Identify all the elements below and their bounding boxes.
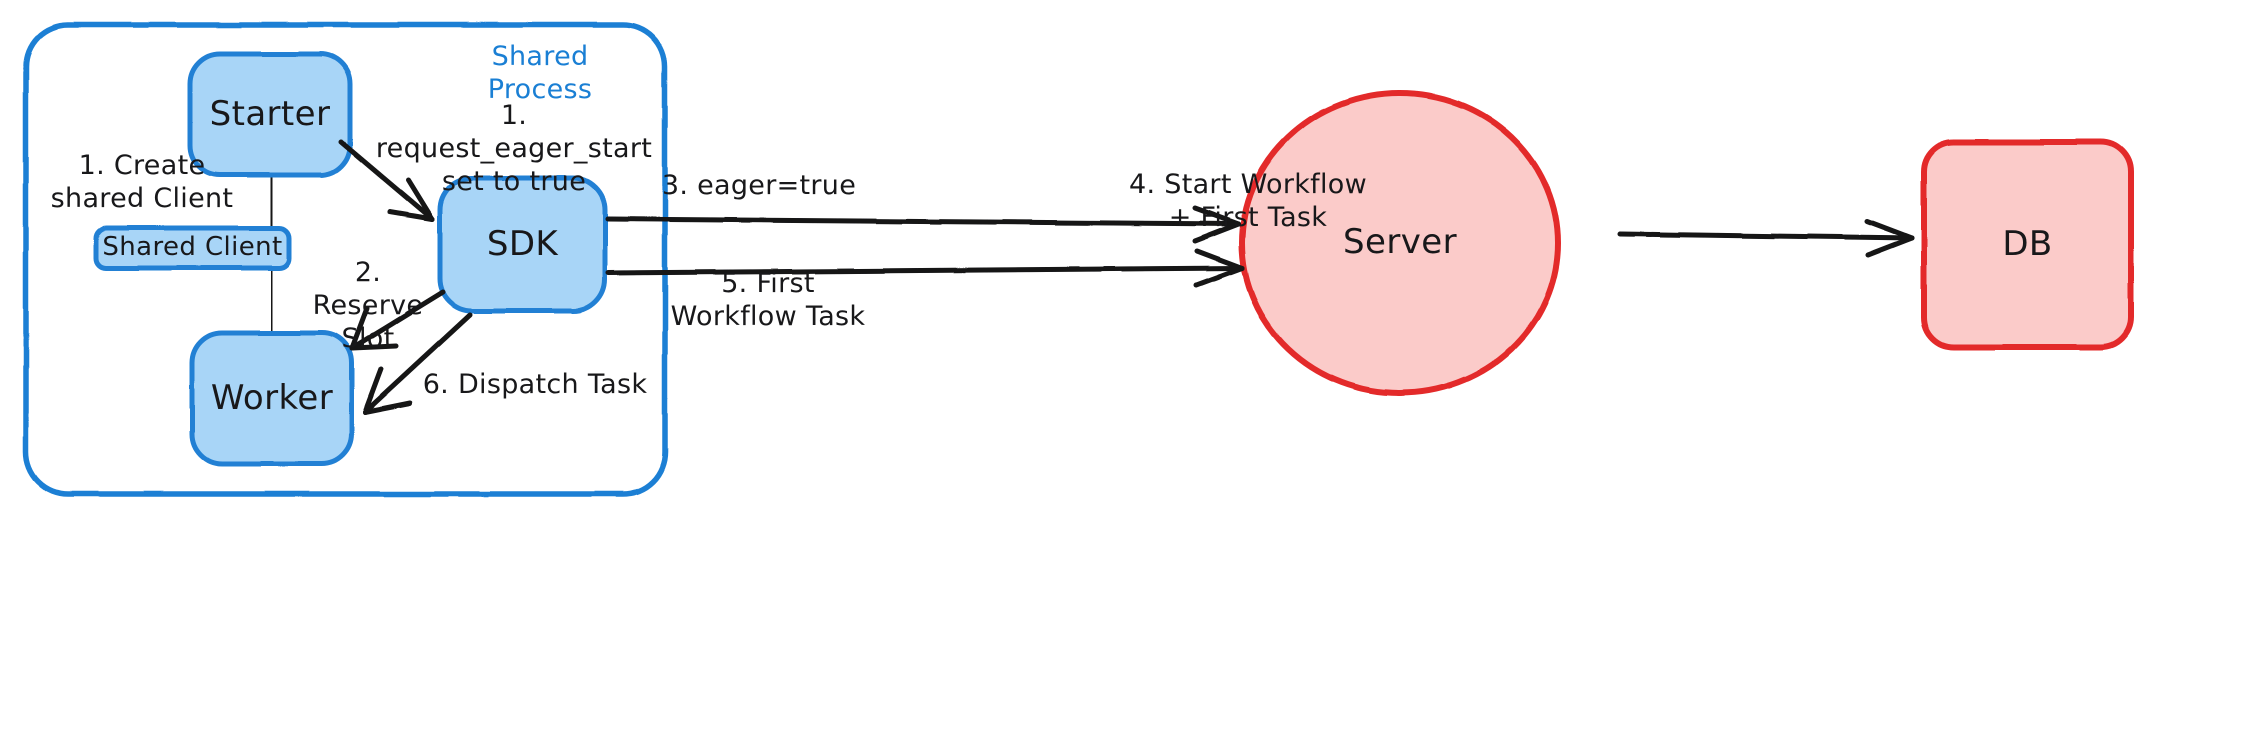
server-shape <box>1239 90 1561 396</box>
arrow-reserve-slot <box>349 289 446 351</box>
shared-process-border <box>23 22 668 497</box>
db-shape <box>1921 139 2134 350</box>
shared-process-group[interactable] <box>23 22 668 497</box>
worker-shape <box>189 330 355 467</box>
node-worker[interactable] <box>189 330 355 467</box>
arrow-request-eager-start <box>338 139 435 222</box>
shared-client-shape <box>93 225 292 271</box>
node-sdk[interactable] <box>437 175 608 314</box>
arrow-first-workflow-task <box>605 248 1245 288</box>
node-server[interactable] <box>1239 90 1561 396</box>
sdk-shape <box>437 175 608 314</box>
starter-shape <box>187 51 353 178</box>
node-shared-client[interactable] <box>93 225 292 271</box>
arrow-start-workflow <box>1617 218 1915 258</box>
arrow-eager-true <box>605 205 1242 244</box>
arrow-dispatch-task <box>362 312 473 415</box>
node-starter[interactable] <box>187 51 353 178</box>
node-db[interactable] <box>1921 139 2134 350</box>
